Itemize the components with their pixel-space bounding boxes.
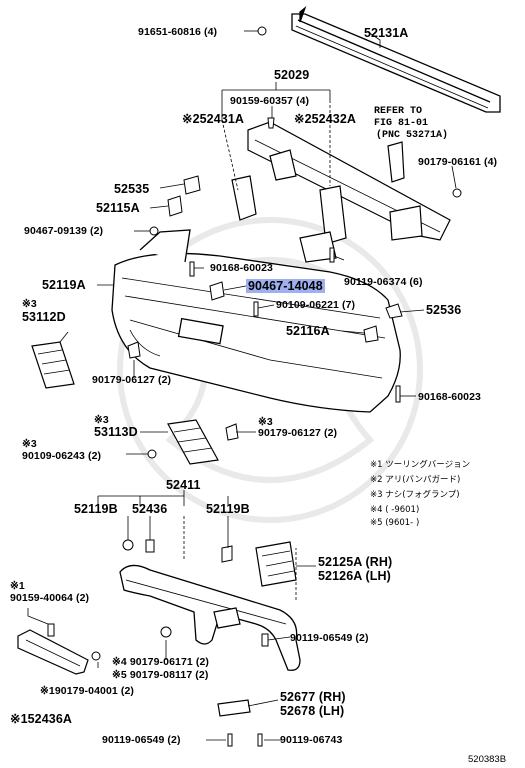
label-90168-60023-right: 90168-60023 (418, 391, 481, 403)
label-90179-06127-a: 90179-06127 (2) (92, 374, 172, 386)
label-53113d: 53113D (94, 425, 138, 439)
label-52029: 52029 (274, 68, 310, 82)
label-52535: 52535 (114, 182, 150, 196)
guard-cushion (17, 629, 89, 675)
label-90109-06243-mark: ※3 (22, 438, 37, 450)
refer-line-1: REFER TO (374, 106, 423, 117)
fasteners (47, 26, 462, 747)
label-53113d-mark: ※3 (94, 414, 109, 426)
refer-line-3: (PNC 53271A) (376, 130, 449, 141)
label-53112d: 53112D (22, 310, 66, 324)
label-90467-09139: 90467-09139 (2) (24, 225, 104, 237)
bumper-cover (111, 229, 401, 413)
label-52677: 52677 (RH) (280, 690, 346, 704)
label-52115a: 52115A (96, 201, 140, 215)
note-3: ※3 ナシ(フォグランプ) (370, 490, 460, 500)
label-52678: 52678 (LH) (280, 704, 345, 718)
reinforcement-beam (291, 6, 501, 113)
note-1: ※1 ツーリングバージョン (370, 460, 471, 470)
label-90159-60357: 90159-60357 (4) (230, 95, 310, 107)
label-52436a: ※152436A (10, 712, 73, 726)
note-2: ※2 アリ(バンパガード) (370, 475, 461, 485)
leader-lines (27, 30, 457, 741)
label-52119b-left: 52119B (74, 502, 118, 516)
bumper-guard (119, 564, 301, 671)
label-90179-08117: ※5 90179-08117 (2) (112, 669, 209, 681)
label-90119-06374: 90119-06374 (6) (344, 276, 423, 288)
label-52411: 52411 (166, 478, 201, 492)
figure-code: 520383B (468, 754, 507, 765)
fog-cover-middle (167, 419, 219, 465)
label-52432a: ※252432A (294, 112, 357, 126)
reflector (255, 541, 297, 587)
label-90179-06127-b-mark: ※3 (258, 416, 273, 428)
label-90119-06549-a: 90119-06549 (2) (290, 632, 369, 644)
label-90159-40064-mark: ※1 (10, 580, 25, 592)
note-5: ※5 (9601- ) (370, 518, 420, 528)
label-53112d-mark: ※3 (22, 298, 37, 310)
label-52431a: ※252431A (182, 112, 245, 126)
label-52131a: 52131A (364, 26, 409, 40)
label-52119b-right: 52119B (206, 502, 250, 516)
label-90179-06127-b: 90179-06127 (2) (258, 427, 338, 439)
guard-stay (213, 607, 251, 717)
label-90168-60023-top: 90168-60023 (210, 262, 273, 274)
label-90179-06161: 90179-06161 (4) (418, 156, 498, 168)
label-52119a: 52119A (42, 278, 86, 292)
label-90119-06549-b: 90119-06549 (2) (102, 734, 181, 746)
note-4: ※4 ( -9601) (370, 505, 420, 515)
label-91651-60816: 91651-60816 (4) (138, 26, 218, 38)
label-90109-06221: 90109-06221 (7) (276, 299, 356, 311)
label-52125a: 52125A (RH) (318, 555, 393, 569)
label-52536: 52536 (426, 303, 462, 317)
label-52116a: 52116A (286, 324, 330, 338)
fog-cover-left (31, 341, 75, 389)
label-52126a: 52126A (LH) (318, 569, 391, 583)
label-90119-06743: 90119-06743 (280, 734, 343, 746)
refer-line-2: FIG 81-01 (374, 118, 429, 129)
label-90109-06243: 90109-06243 (2) (22, 450, 102, 462)
label-90159-40064: 90159-40064 (2) (10, 592, 90, 604)
label-190179-04001: ※190179-04001 (2) (40, 685, 134, 697)
watermark (117, 217, 423, 523)
label-52436: 52436 (132, 502, 168, 516)
label-90467-14048[interactable]: 90467-14048 (246, 279, 325, 293)
label-90179-06171: ※4 90179-06171 (2) (112, 656, 209, 668)
bumper-bracket (231, 121, 451, 263)
